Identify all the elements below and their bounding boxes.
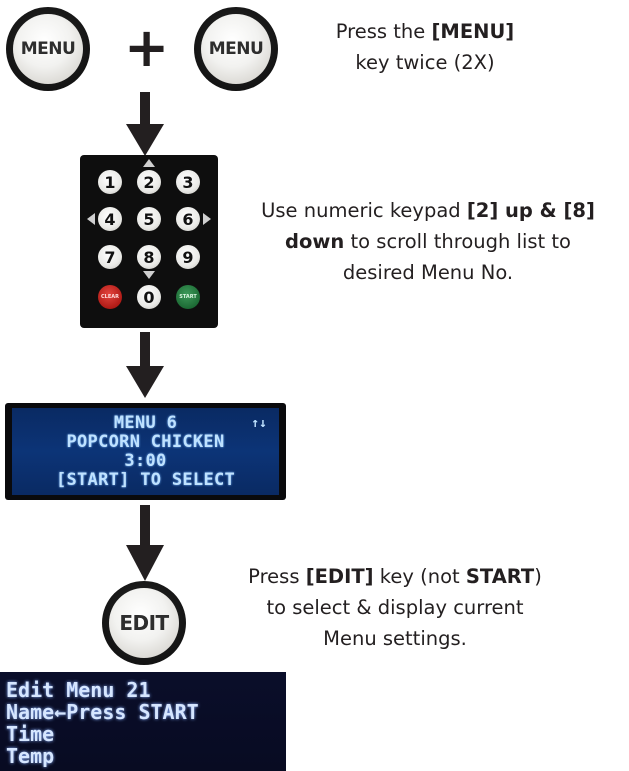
lcd-edit-temp-row: Temp: [6, 744, 55, 768]
keypad-key-8: 8: [137, 245, 161, 269]
lcd-edit-time-row: Time: [6, 722, 55, 746]
down-arrow-3: [126, 505, 164, 581]
step3-text-pre: Press: [248, 565, 306, 588]
step3-text-post: ): [534, 565, 542, 588]
menu-key-label: MENU: [208, 39, 264, 59]
step1-text-pre: Press the: [335, 20, 432, 43]
lcd-menu-name: POPCORN CHICKEN: [66, 432, 225, 452]
keypad-up-triangle-icon: [143, 159, 155, 167]
menu-key-label: MENU: [20, 39, 76, 59]
lcd-menu-time: 3:00: [124, 451, 167, 471]
lcd-edit-display: Edit Menu 21 Name←Press START Time Temp: [0, 672, 286, 771]
keypad-right-triangle-icon: [203, 213, 211, 225]
keypad-down-triangle-icon: [143, 271, 155, 279]
keypad-key-3: 3: [176, 170, 200, 194]
keypad-key-9: 9: [176, 245, 200, 269]
keypad-key-4: 4: [98, 207, 122, 231]
lcd-menu-number: MENU 6: [113, 413, 178, 433]
lcd-menu-display: MENU 6 ↑↓ POPCORN CHICKEN 3:00 [START] T…: [5, 403, 286, 500]
down-arrow-2: [126, 332, 164, 398]
step2-key-up: [2] up & [8]: [466, 199, 595, 222]
step3-start-text: START: [465, 565, 535, 588]
step3-key-text: [EDIT]: [305, 565, 374, 588]
step2-key-down: down: [285, 230, 345, 253]
step1-instruction: Press the [MENU] key twice (2X): [294, 16, 556, 78]
lcd-scroll-arrows-icon: ↑↓: [251, 416, 267, 431]
keypad-key-0: 0: [137, 285, 161, 309]
keypad-key-7: 7: [98, 245, 122, 269]
down-arrow-1: [126, 92, 164, 156]
step2-instruction: Use numeric keypad [2] up & [8] down to …: [236, 195, 620, 288]
step3-text-line3: Menu settings.: [323, 627, 467, 650]
edit-key-image: EDIT: [102, 581, 186, 665]
step3-instruction: Press [EDIT] key (not START) to select &…: [205, 561, 585, 654]
menu-key-image-1: MENU: [6, 7, 90, 91]
keypad-key-5: 5: [137, 207, 161, 231]
menu-key-image-2: MENU: [194, 7, 278, 91]
keypad-key-6: 6: [176, 207, 200, 231]
keypad-key-1: 1: [98, 170, 122, 194]
numeric-keypad-image: 1 2 3 4 5 6 7 8 9 CLEAR 0 START: [80, 155, 218, 328]
step2-text-line3: desired Menu No.: [342, 261, 514, 284]
lcd-edit-name-row: Name←Press START: [6, 700, 199, 724]
edit-key-label: EDIT: [119, 611, 169, 635]
step2-text-pre: Use numeric keypad: [261, 199, 467, 222]
lcd-edit-title: Edit Menu 21: [6, 678, 151, 702]
keypad-key-2: 2: [137, 170, 161, 194]
keypad-left-triangle-icon: [87, 213, 95, 225]
step3-text-mid: key (not: [373, 565, 466, 588]
lcd-menu-hint: [START] TO SELECT: [55, 470, 236, 490]
plus-sign: +: [124, 16, 170, 79]
step2-text-post: to scroll through list to: [344, 230, 571, 253]
step1-text-post: key twice (2X): [355, 51, 495, 74]
step1-key-text: [MENU]: [431, 20, 515, 43]
step3-text-line2: to select & display current: [266, 596, 524, 619]
keypad-key-start: START: [176, 285, 200, 309]
keypad-key-clear: CLEAR: [98, 285, 122, 309]
